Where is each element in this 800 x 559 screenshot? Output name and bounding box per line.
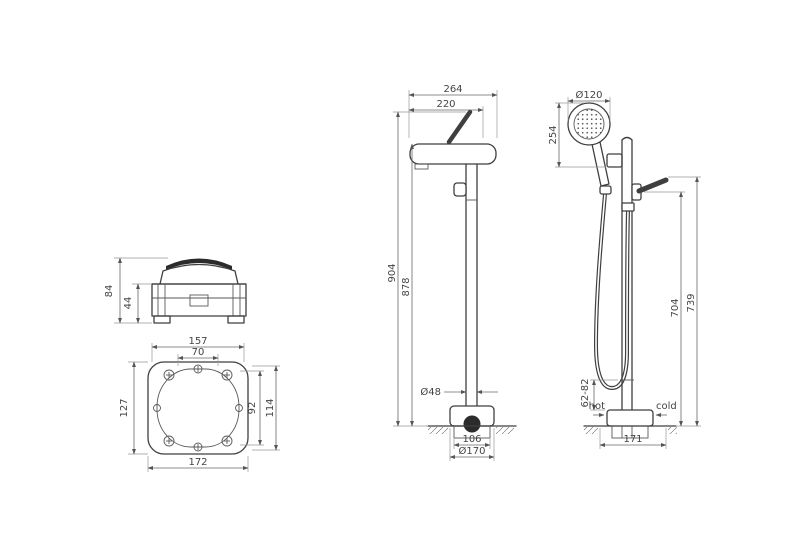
mixer-lever-front (446, 109, 473, 145)
valve-box-label-plate (189, 294, 209, 307)
handshower-spray-face (573, 108, 605, 140)
dim-label-92: 92 (247, 402, 258, 415)
dim-label-base-dia: Ø170 (459, 445, 486, 457)
dim-label-220: 220 (436, 99, 455, 110)
dim-label-114: 114 (265, 398, 276, 417)
valve-box-body (151, 283, 247, 317)
hot-label: hot (589, 401, 605, 412)
spout-outlet (414, 163, 429, 170)
dim-label-127: 127 (119, 398, 130, 417)
dim-label-704: 704 (670, 298, 681, 317)
valve-box-foot-left (153, 315, 171, 324)
dim-label-171: 171 (623, 434, 642, 445)
dim-label-shower-dia: Ø120 (576, 89, 603, 101)
mounting-screws (153, 364, 243, 452)
dim-label-878: 878 (401, 277, 412, 296)
valve-box-side-view: 84 44 (104, 257, 247, 324)
dim-label-70: 70 (192, 347, 205, 358)
valve-box-outline (147, 361, 249, 455)
valve-box-cap (166, 258, 232, 270)
dim-label-254: 254 (548, 125, 559, 144)
diverter-knob (453, 182, 467, 197)
hose-nut-column (621, 202, 635, 212)
dim-label-904: 904 (387, 263, 398, 282)
spout-body (409, 143, 497, 165)
dim-label-157: 157 (188, 336, 207, 347)
valve-box-top-view: 157 70 127 92 114 172 (119, 336, 280, 472)
mixer-side-view: Ø120 254 739 704 62-82 hot cold 171 (548, 89, 701, 449)
dim-label-84: 84 (104, 285, 115, 298)
hose-nut-handshower (599, 185, 612, 195)
dim-label-44: 44 (123, 297, 134, 310)
dim-label-264: 264 (443, 84, 462, 95)
mixer-front-view: 264 220 904 878 Ø48 106 Ø170 (387, 84, 517, 461)
handshower-holder (606, 153, 623, 168)
dim-label-172: 172 (188, 457, 207, 468)
valve-box-foot-right (227, 315, 245, 324)
dim-label-floor-range: 62-82 (580, 378, 591, 407)
dim-label-column-dia: Ø48 (420, 386, 441, 398)
rough-in-connection-side (611, 425, 649, 439)
valve-box-oval-opening (156, 368, 240, 448)
dim-label-739: 739 (686, 293, 697, 312)
floor-hole (463, 415, 481, 433)
mixer-lever-side (636, 177, 669, 194)
dim-label-106: 106 (462, 434, 481, 445)
shower-hose (593, 192, 630, 391)
cold-label: cold (656, 401, 677, 412)
floor-escutcheon-side (606, 409, 654, 427)
